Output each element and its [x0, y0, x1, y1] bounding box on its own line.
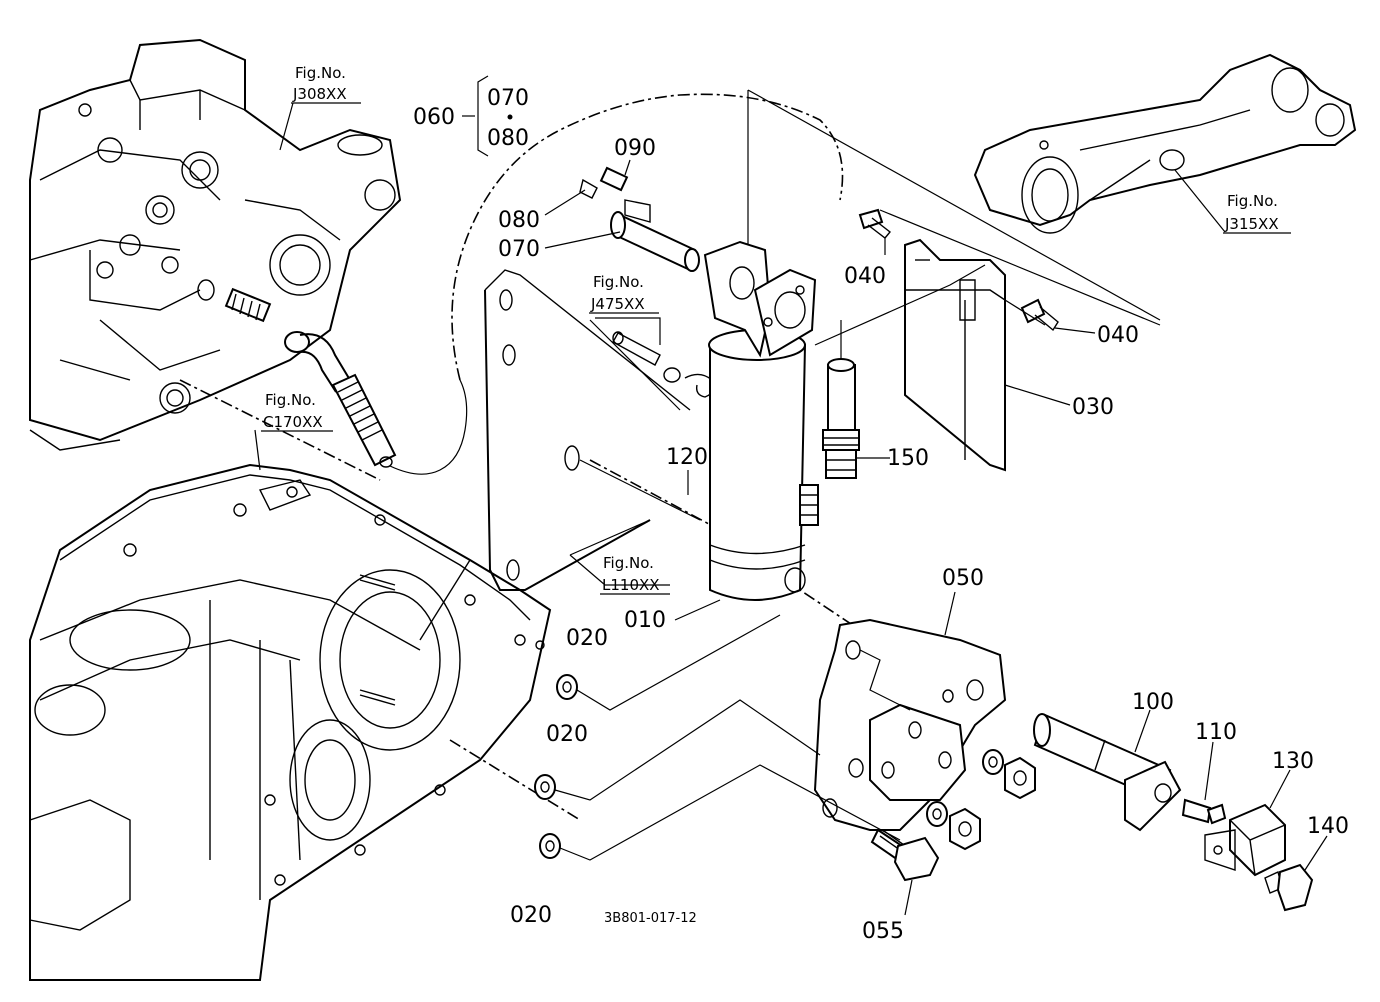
pin-070-assembly — [579, 166, 700, 272]
sensor-150 — [822, 320, 860, 479]
callout-050: 050 — [942, 566, 984, 591]
callout-120: 120 — [666, 445, 708, 470]
fig-l110-label: Fig.No. — [603, 554, 654, 572]
callout-020-b: 020 — [546, 722, 588, 747]
drawing-code: 3B801-017-12 — [604, 911, 697, 926]
callout-070-top: 070 — [487, 86, 529, 111]
callout-080-top: 080 — [487, 126, 529, 151]
bullet-dot — [507, 114, 513, 120]
callout-040-a: 040 — [844, 264, 886, 289]
fig-j315-label: Fig.No. — [1227, 192, 1278, 210]
callout-110: 110 — [1195, 720, 1237, 745]
callout-055: 055 — [862, 919, 904, 944]
fig-l110-code: L110XX — [602, 576, 660, 594]
fig-j308-label: Fig.No. — [295, 64, 346, 82]
fig-c170-code: C170XX — [263, 413, 323, 431]
callout-060: 060 — [413, 105, 455, 130]
pin-and-clip — [612, 331, 715, 398]
leader-lines — [254, 75, 1328, 916]
bracket-050 — [813, 618, 1007, 831]
callout-010: 010 — [624, 608, 666, 633]
pin-100 — [1033, 713, 1182, 832]
callout-100: 100 — [1132, 690, 1174, 715]
control-valve-block — [29, 38, 402, 451]
washers-020 — [534, 674, 578, 859]
lift-cylinder — [703, 240, 819, 601]
callout-090: 090 — [614, 136, 656, 161]
flow-lines — [179, 93, 981, 821]
callout-020-c: 020 — [510, 903, 552, 928]
washers-and-nuts — [926, 749, 1036, 851]
callout-070: 070 — [498, 237, 540, 262]
callout-020-a: 020 — [566, 626, 608, 651]
callout-030: 030 — [1072, 395, 1114, 420]
fig-c170-label: Fig.No. — [265, 391, 316, 409]
bolt-055 — [870, 828, 940, 882]
callout-labels: 060 070 080 090 080 070 040 040 030 150 … — [413, 86, 1349, 944]
callout-150: 150 — [887, 446, 929, 471]
lift-arm — [973, 53, 1357, 234]
callout-140: 140 — [1307, 814, 1349, 839]
fig-j315-code: J315XX — [1224, 215, 1279, 233]
cover-030 — [904, 238, 1006, 472]
fig-j475-code: J475XX — [590, 295, 645, 313]
callout-040-b: 040 — [1097, 323, 1139, 348]
transmission-housing — [29, 463, 552, 981]
figure-references: Fig.No. J308XX Fig.No. J315XX Fig.No. J4… — [261, 64, 1291, 595]
hydraulic-hose-assembly — [197, 279, 468, 475]
fig-j475-label: Fig.No. — [593, 273, 644, 291]
fig-j308-code: J308XX — [292, 85, 347, 103]
fittings-110-130-140 — [1181, 798, 1314, 912]
bolts-040 — [858, 208, 1059, 332]
callout-130: 130 — [1272, 749, 1314, 774]
mounting-plate — [484, 269, 701, 591]
callout-080: 080 — [498, 208, 540, 233]
